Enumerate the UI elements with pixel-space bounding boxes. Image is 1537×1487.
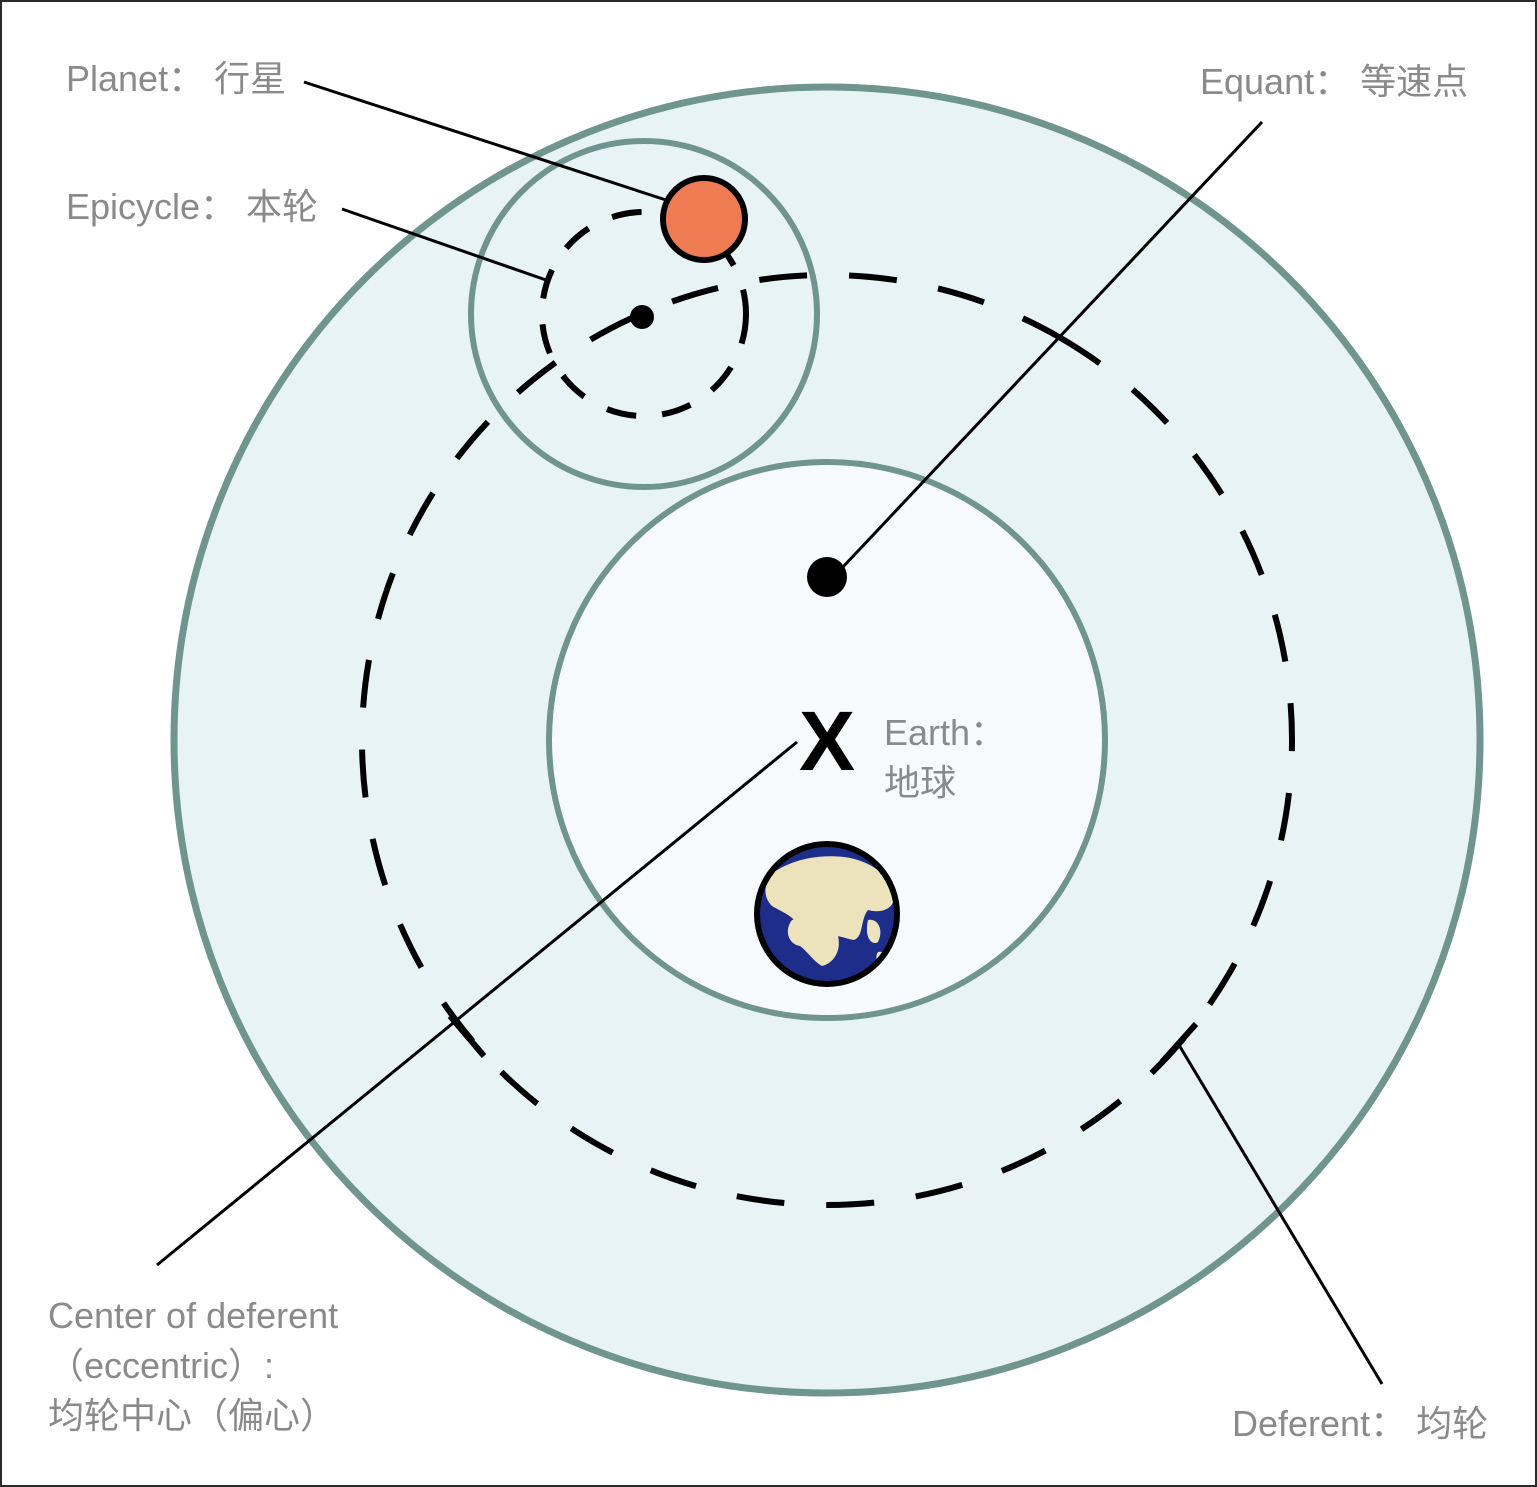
center-mark: X <box>799 694 855 788</box>
equant-label: Equant： 等速点 <box>1200 57 1468 107</box>
epicycle-label-text: Epicycle： 本轮 <box>66 186 319 227</box>
earth-label-line1: Earth： <box>884 712 1007 753</box>
planet-label-text: Planet： 行星 <box>66 58 287 99</box>
equant-label-text: Equant： 等速点 <box>1200 61 1469 102</box>
center-of-deferent-label: Center of deferent （eccentric）: 均轮中心（偏心） <box>48 1291 338 1441</box>
epicycle-center-dot-icon <box>630 305 654 329</box>
inner-sphere <box>546 459 1108 1021</box>
center-label-line1: Center of deferent <box>48 1295 339 1336</box>
earth-globe-icon <box>754 841 900 987</box>
equant-leader-line <box>840 120 1264 570</box>
epicycle-leader-line <box>341 207 547 282</box>
equant-dot-icon <box>807 557 847 597</box>
planet-label: Planet： 行星 <box>66 54 286 104</box>
center-leader-line <box>156 740 798 1267</box>
deferent-tick-right <box>1159 1021 1199 1065</box>
planet-leader-line <box>303 80 667 202</box>
earth-label-line2: 地球 <box>884 762 957 803</box>
epicycle-path <box>539 209 749 419</box>
deferent-leader-line <box>1177 1044 1384 1385</box>
deferent-label-text: Deferent： 均轮 <box>1232 1403 1489 1444</box>
deferent-label: Deferent： 均轮 <box>1232 1399 1488 1449</box>
center-label-line2: （eccentric）: <box>48 1345 275 1386</box>
earth-label: Earth： 地球 <box>884 708 1006 808</box>
planet-icon <box>660 175 748 263</box>
center-label-line3: 均轮中心（偏心） <box>48 1395 337 1436</box>
epicycle-label: Epicycle： 本轮 <box>66 182 318 232</box>
